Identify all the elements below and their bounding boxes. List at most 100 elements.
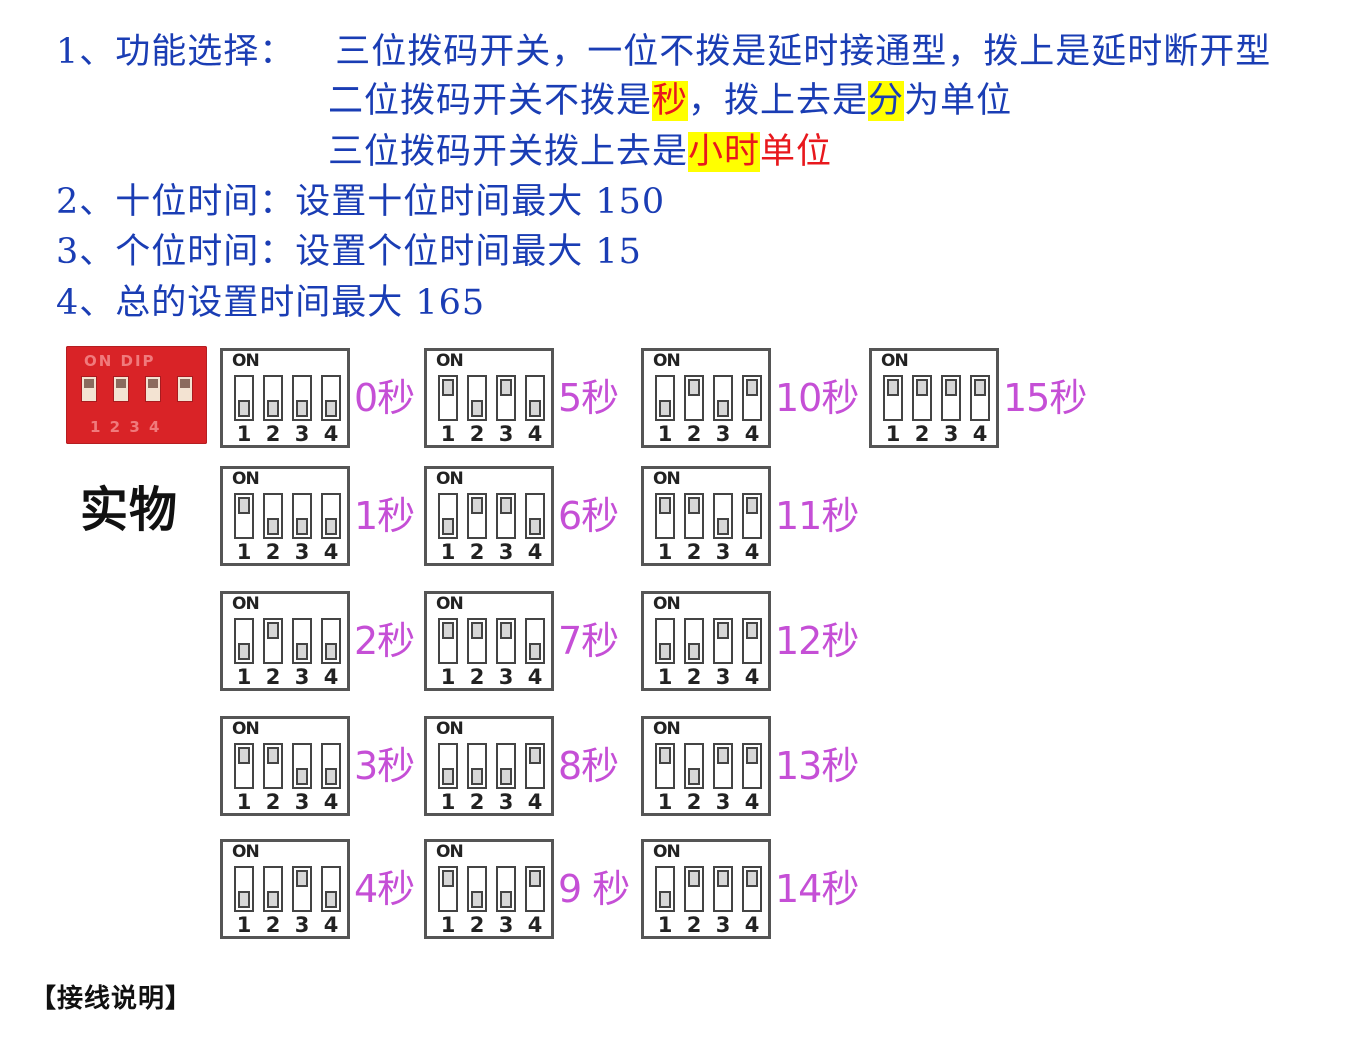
switch-3	[496, 866, 516, 912]
time-label: 0秒	[354, 376, 415, 420]
switch-number: 4	[527, 422, 543, 446]
hours-text-a: 三位拨码开关拨上去是	[328, 132, 689, 172]
switch-number: 2	[265, 665, 281, 689]
switch-1	[655, 493, 675, 539]
switch-number: 4	[527, 913, 543, 937]
intro-line-4: 2、十位时间：设置十位时间最大 150	[56, 182, 666, 222]
switch-knob	[659, 747, 671, 764]
switch-number: 1	[657, 913, 673, 937]
time-label: 3秒	[354, 744, 415, 788]
switch-1	[438, 493, 458, 539]
switch-knob	[442, 379, 454, 396]
switch-number: 3	[715, 665, 731, 689]
switch-number: 1	[885, 422, 901, 446]
time-label: 11秒	[775, 494, 859, 538]
switch-knob	[529, 400, 541, 417]
switch-knob	[916, 379, 928, 396]
switch-number: 3	[294, 790, 310, 814]
on-label: ON	[881, 351, 909, 371]
switch-knob	[529, 518, 541, 535]
switch-1	[234, 618, 254, 664]
switch-knob	[471, 768, 483, 785]
switch-3	[713, 743, 733, 789]
switch-knob	[296, 870, 308, 887]
hours-text-c: 单位	[760, 132, 833, 172]
switch-knob	[238, 891, 250, 908]
switch-3	[292, 866, 312, 912]
switch-knob	[746, 747, 758, 764]
unit-hours-highlight: 小时	[688, 132, 761, 172]
time-label: 15秒	[1003, 376, 1087, 420]
switch-number: 2	[686, 790, 702, 814]
on-label: ON	[232, 842, 260, 862]
switch-4	[742, 493, 762, 539]
switch-knob	[500, 379, 512, 396]
on-label: ON	[436, 351, 464, 371]
switch-2	[912, 375, 932, 421]
switch-number: 4	[323, 540, 339, 564]
switch-number: 4	[744, 540, 760, 564]
switch-number: 4	[527, 540, 543, 564]
switch-2	[684, 375, 704, 421]
time-label: 8秒	[558, 744, 619, 788]
switch-knob	[471, 497, 483, 514]
switch-number: 2	[265, 790, 281, 814]
switch-3	[292, 743, 312, 789]
switch-number: 3	[498, 913, 514, 937]
intro-line-3: 三位拨码开关拨上去是小时单位	[328, 130, 832, 174]
switch-2	[263, 743, 283, 789]
switch-knob	[717, 622, 729, 639]
switch-knob	[238, 643, 250, 660]
on-label: ON	[436, 719, 464, 739]
switch-4	[525, 866, 545, 912]
switch-3	[941, 375, 961, 421]
switch-3	[713, 866, 733, 912]
switch-number: 3	[715, 790, 731, 814]
switch-number: 1	[236, 422, 252, 446]
switch-knob	[746, 379, 758, 396]
switch-2	[467, 493, 487, 539]
switch-number: 3	[498, 540, 514, 564]
on-label: ON	[232, 594, 260, 614]
switch-number: 3	[715, 540, 731, 564]
switch-knob	[688, 768, 700, 785]
switch-number: 1	[440, 540, 456, 564]
switch-4	[321, 618, 341, 664]
intro-line-6: 4、总的设置时间最大 165	[56, 283, 486, 323]
switch-1	[234, 743, 254, 789]
switch-number: 4	[527, 790, 543, 814]
time-label: 6秒	[558, 494, 619, 538]
switch-number: 1	[236, 913, 252, 937]
switch-knob	[267, 622, 279, 639]
switch-4	[742, 375, 762, 421]
photo-top-text: ON DIP	[84, 352, 156, 370]
on-label: ON	[232, 719, 260, 739]
on-label: ON	[653, 842, 681, 862]
switch-knob	[296, 768, 308, 785]
switch-number: 3	[498, 790, 514, 814]
time-label: 12秒	[775, 619, 859, 663]
switch-knob	[500, 768, 512, 785]
photo-caption: 实物	[80, 482, 179, 538]
switch-number: 1	[440, 665, 456, 689]
switch-knob	[659, 643, 671, 660]
switch-knob	[887, 379, 899, 396]
switch-number: 4	[527, 665, 543, 689]
switch-knob	[471, 622, 483, 639]
switch-knob	[442, 518, 454, 535]
switch-number: 1	[657, 422, 673, 446]
switch-number: 3	[498, 665, 514, 689]
